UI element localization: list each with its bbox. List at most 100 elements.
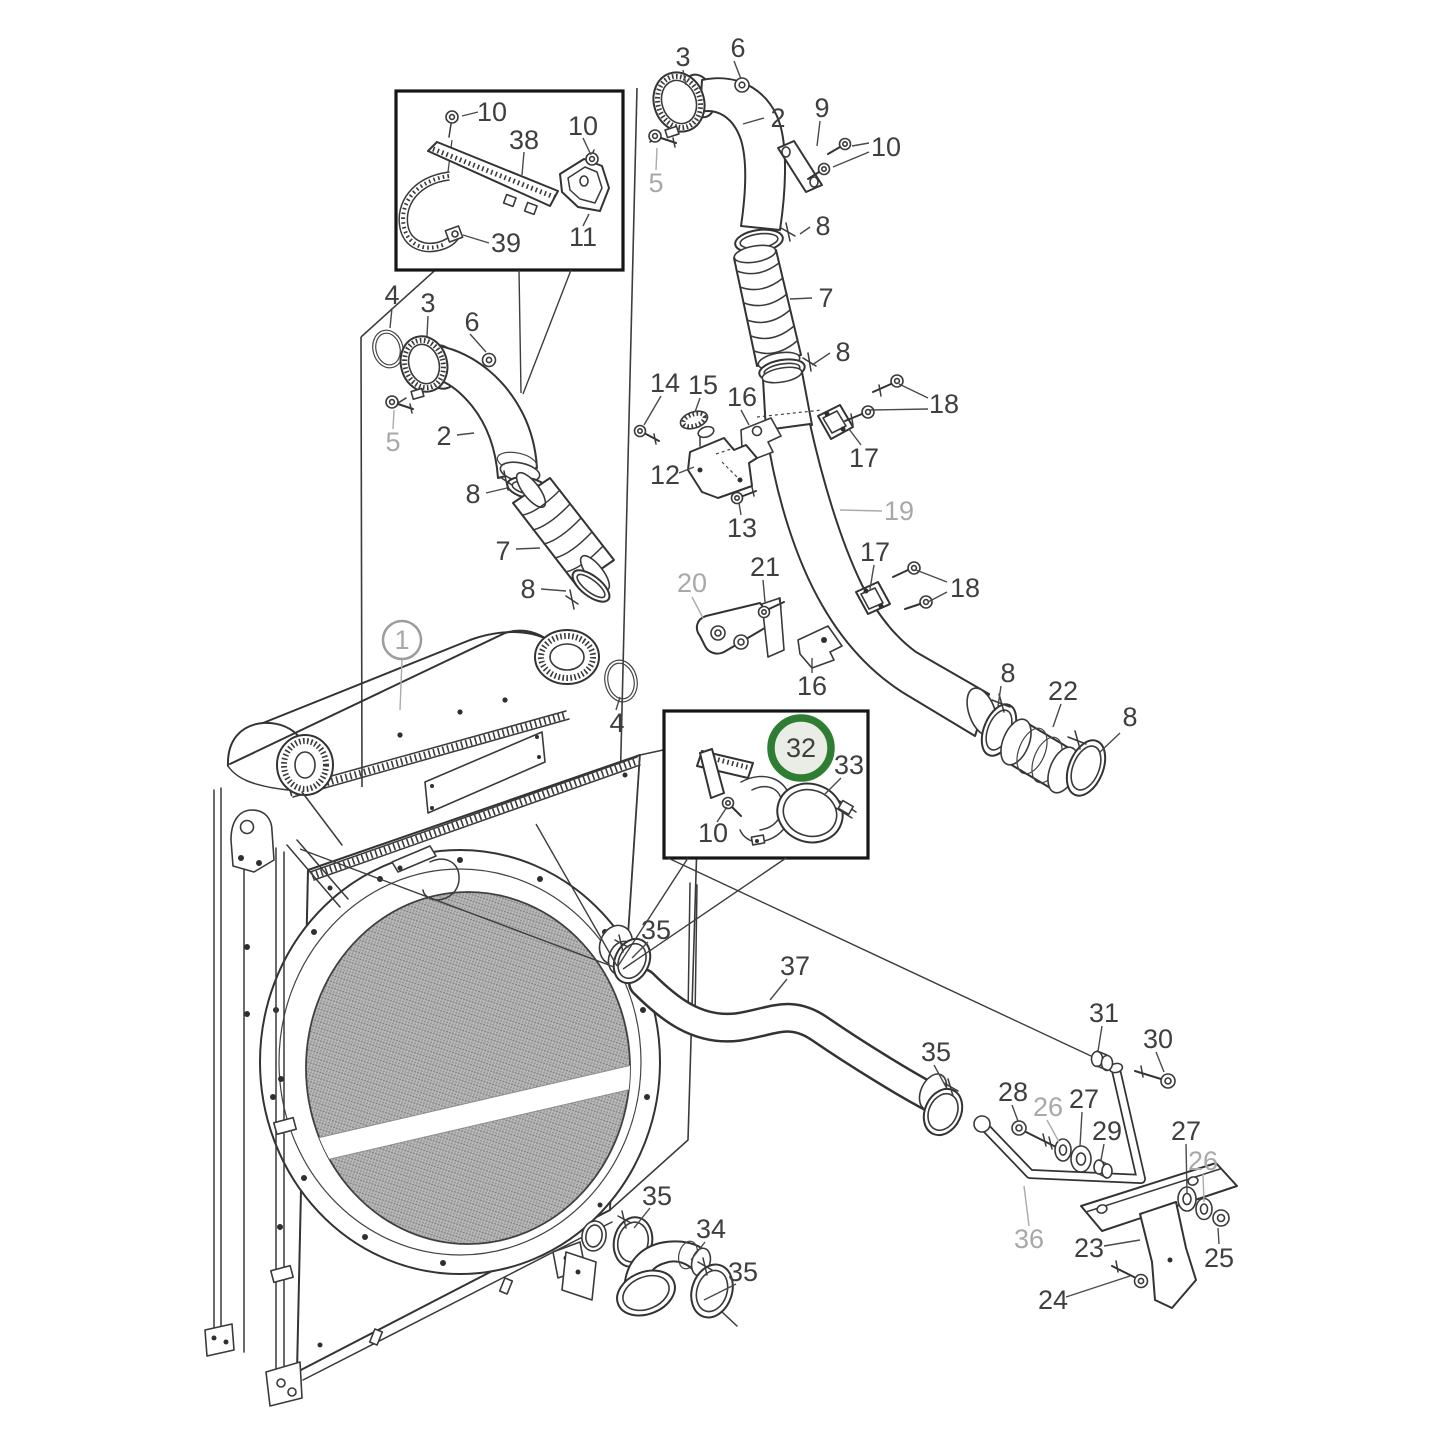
part-label-1[interactable]: 1 — [394, 625, 409, 655]
radiator — [204, 629, 701, 1407]
part-label-16[interactable]: 16 — [797, 671, 827, 701]
part-label-11[interactable]: 11 — [569, 222, 597, 252]
part-label-6[interactable]: 6 — [730, 33, 745, 63]
highlighted-part-ring-32[interactable] — [767, 714, 835, 782]
bracket-20 — [695, 597, 785, 658]
leader-line — [426, 315, 429, 337]
leader-line — [851, 142, 870, 147]
part-label-19[interactable]: 19 — [884, 496, 914, 526]
part-callout-circle-1[interactable] — [381, 619, 423, 661]
part-label-8[interactable]: 8 — [520, 574, 535, 604]
part-label-8[interactable]: 8 — [835, 337, 850, 367]
pipe-2-upper — [699, 77, 787, 231]
leader-line — [1046, 1119, 1060, 1143]
part-label-27[interactable]: 27 — [1171, 1116, 1201, 1146]
clamp-8-left-lower — [565, 569, 611, 610]
part-label-4[interactable]: 4 — [609, 708, 624, 738]
part-label-18[interactable]: 18 — [929, 389, 959, 419]
part-label-26[interactable]: 26 — [1188, 1146, 1218, 1176]
fan-mesh — [305, 891, 631, 1245]
part-label-15[interactable]: 15 — [688, 370, 718, 400]
leader-line — [740, 409, 750, 426]
leader-line — [1185, 1143, 1188, 1194]
part-label-8[interactable]: 8 — [465, 479, 480, 509]
part-label-33[interactable]: 33 — [834, 750, 864, 780]
part-label-29[interactable]: 29 — [1092, 1116, 1122, 1146]
leader-line — [1052, 703, 1062, 728]
part-label-2[interactable]: 2 — [436, 421, 451, 451]
stay-rod-assembly — [973, 1050, 1238, 1309]
part-label-36[interactable]: 36 — [1014, 1224, 1044, 1254]
part-label-6[interactable]: 6 — [464, 307, 479, 337]
part-label-9[interactable]: 9 — [814, 93, 829, 123]
clamp-3-upper — [649, 71, 706, 143]
part-label-35[interactable]: 35 — [642, 1181, 672, 1211]
part-label-27[interactable]: 27 — [1069, 1084, 1099, 1114]
part-label-18[interactable]: 18 — [950, 573, 980, 603]
part-label-17[interactable]: 17 — [849, 443, 879, 473]
leader-line — [631, 941, 649, 959]
bracket-32-mount-location — [391, 845, 460, 901]
part-label-34[interactable]: 34 — [696, 1214, 726, 1244]
part-label-31[interactable]: 31 — [1089, 998, 1119, 1028]
o-ring-4-installed — [604, 659, 638, 703]
part-label-35[interactable]: 35 — [921, 1037, 951, 1067]
part-label-39[interactable]: 39 — [491, 228, 521, 258]
washer-27-a — [1070, 1145, 1092, 1173]
part-label-20[interactable]: 20 — [677, 568, 707, 598]
part-label-10[interactable]: 10 — [477, 97, 507, 127]
bracket-32 — [696, 748, 792, 846]
part-label-28[interactable]: 28 — [998, 1077, 1028, 1107]
part-label-8[interactable]: 8 — [1122, 702, 1137, 732]
nut-6-upper — [734, 77, 750, 93]
part-label-3[interactable]: 3 — [675, 42, 690, 72]
part-label-10[interactable]: 10 — [698, 818, 728, 848]
leader-line — [927, 591, 948, 603]
part-label-22[interactable]: 22 — [1048, 676, 1078, 706]
part-label-37[interactable]: 37 — [780, 951, 810, 981]
part-label-23[interactable]: 23 — [1074, 1233, 1104, 1263]
part-label-4[interactable]: 4 — [384, 280, 399, 310]
leader-line — [733, 60, 742, 80]
part-label-26[interactable]: 26 — [1033, 1092, 1063, 1122]
leader-line — [769, 978, 788, 1001]
part-label-12[interactable]: 12 — [650, 460, 680, 490]
part-label-30[interactable]: 30 — [1143, 1024, 1173, 1054]
part-label-10[interactable]: 10 — [568, 111, 598, 141]
inset-detail-box-1 — [394, 89, 625, 272]
part-label-8[interactable]: 8 — [1000, 658, 1015, 688]
part-label-35[interactable]: 35 — [641, 915, 671, 945]
part-label-8[interactable]: 8 — [815, 211, 830, 241]
part-label-13[interactable]: 13 — [727, 513, 757, 543]
bolt-5-upper — [648, 129, 677, 148]
o-ring-4 — [372, 329, 404, 369]
part-label-17[interactable]: 17 — [860, 537, 890, 567]
radiator-left-port — [276, 734, 334, 796]
part-label-14[interactable]: 14 — [650, 368, 680, 398]
part-label-7[interactable]: 7 — [818, 283, 833, 313]
hose-37 — [612, 934, 964, 1137]
leader-line — [816, 120, 821, 147]
part-label-10[interactable]: 10 — [871, 132, 901, 162]
part-label-24[interactable]: 24 — [1038, 1285, 1068, 1315]
leader-line — [461, 111, 479, 117]
leader-line — [738, 502, 742, 516]
part-label-35[interactable]: 35 — [728, 1257, 758, 1287]
leader-line — [582, 213, 590, 227]
part-label-38[interactable]: 38 — [509, 125, 539, 155]
bracket-9 — [777, 140, 823, 193]
leader-line — [643, 395, 662, 426]
part-label-5[interactable]: 5 — [648, 168, 663, 198]
pipe-assembly-left — [372, 329, 615, 610]
part-label-32[interactable]: 32 — [786, 733, 816, 763]
leader-line — [898, 383, 929, 399]
part-label-2[interactable]: 2 — [770, 103, 785, 133]
leader-line — [485, 487, 508, 494]
part-label-16[interactable]: 16 — [727, 382, 757, 412]
part-label-5[interactable]: 5 — [385, 427, 400, 457]
part-label-21[interactable]: 21 — [750, 552, 780, 582]
part-label-7[interactable]: 7 — [495, 536, 510, 566]
part-label-25[interactable]: 25 — [1204, 1243, 1234, 1273]
part-label-3[interactable]: 3 — [420, 288, 435, 318]
